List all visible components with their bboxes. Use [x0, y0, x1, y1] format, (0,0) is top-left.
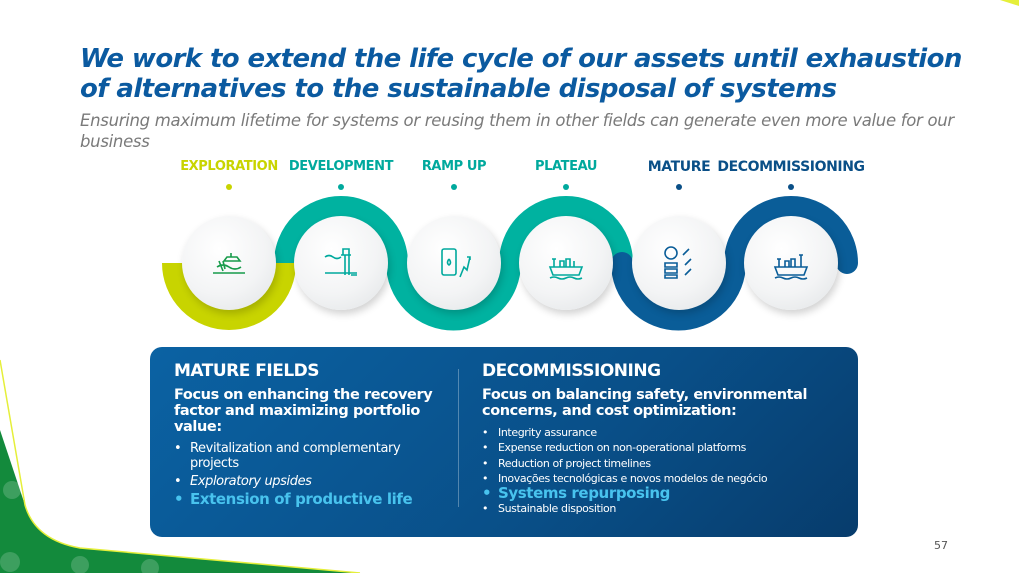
list-item: Integrity assurance	[482, 425, 842, 441]
list-item: Reduction of project timelines	[482, 456, 842, 472]
slide-title: We work to extend the life cycle of our …	[80, 44, 962, 104]
page-number: 57	[934, 539, 948, 552]
info-panel: MATURE FIELDS Focus on enhancing the rec…	[150, 347, 858, 537]
offshore-exploration-icon	[213, 253, 245, 274]
stage-dot	[676, 184, 682, 190]
list-item: Inovações tecnológicas e novos modelos d…	[482, 471, 842, 487]
list-item-highlight: Systems repurposing	[482, 485, 842, 501]
stage-circle	[182, 216, 276, 310]
stage-label: DECOMMISSIONING	[717, 159, 865, 175]
decom-heading: DECOMMISSIONING	[482, 361, 661, 381]
list-item: Revitalization and complementary project…	[174, 441, 444, 471]
stage-circle	[407, 216, 501, 310]
stage-label: PLATEAU	[534, 159, 598, 174]
decom-focus: Focus on balancing safety, environmental…	[482, 387, 808, 419]
stage-circle	[519, 216, 613, 310]
stage-label: RAMP UP	[421, 159, 487, 174]
fpso-ship-icon	[548, 258, 584, 280]
list-item: Exploratory upsides	[174, 474, 444, 489]
stage-circle	[744, 216, 838, 310]
list-item-highlight: Extension of productive life	[174, 492, 444, 508]
decommissioning-column: DECOMMISSIONING Focus on balancing safet…	[482, 361, 842, 517]
divider	[458, 369, 459, 507]
stage-label: EXPLORATION	[180, 159, 278, 174]
stage-dot	[451, 184, 457, 190]
stage-label: DEVELOPMENT	[288, 159, 394, 174]
oil-barrel-growth-icon	[441, 248, 471, 278]
list-item: Sustainable disposition	[482, 501, 842, 517]
mature-heading: MATURE FIELDS	[174, 361, 320, 381]
decommissioned-ship-icon	[773, 254, 809, 280]
stage-circle	[294, 216, 388, 310]
cost-optimization-icon	[664, 246, 692, 279]
wave-mature	[611, 196, 858, 331]
drilling-platform-icon	[324, 248, 357, 276]
wave-exploration	[162, 262, 296, 330]
stage-dot	[226, 184, 232, 190]
slide-subtitle: Ensuring maximum lifetime for systems or…	[80, 111, 954, 151]
stage-dot	[788, 184, 794, 190]
mature-focus: Focus on enhancing the recovery factor a…	[174, 387, 433, 435]
list-item: Expense reduction on non-operational pla…	[482, 440, 842, 456]
stage-dot	[563, 184, 569, 190]
stage-label: MATURE	[647, 159, 711, 175]
mature-fields-column: MATURE FIELDS Focus on enhancing the rec…	[174, 361, 444, 510]
wave-development	[274, 196, 633, 331]
stage-circle	[632, 216, 726, 310]
stage-dot	[338, 184, 344, 190]
